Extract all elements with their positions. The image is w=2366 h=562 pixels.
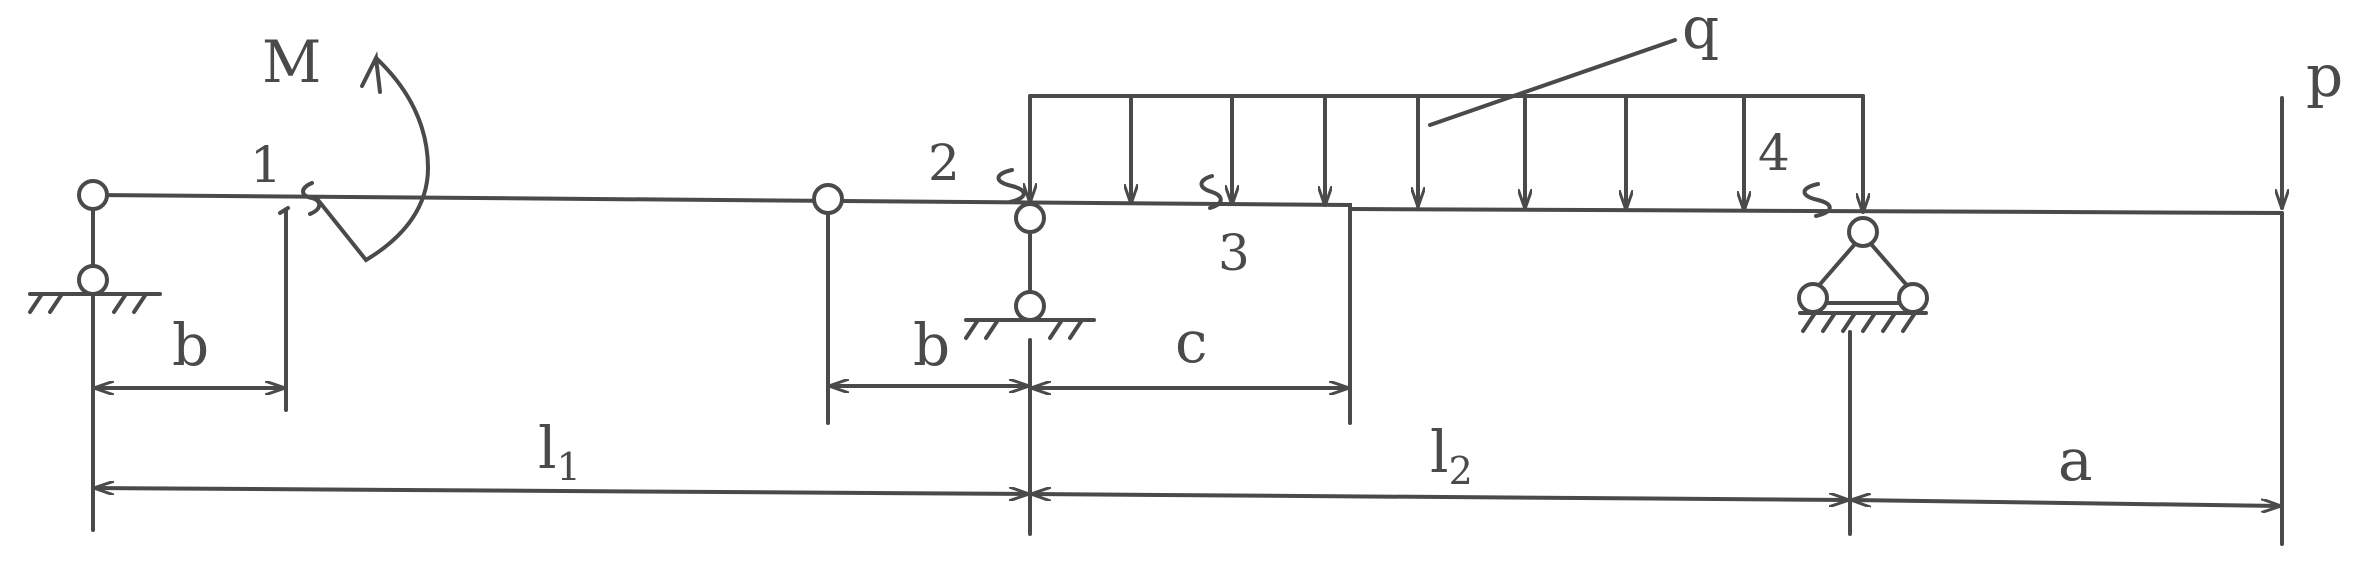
dim-label-b-left: b — [172, 311, 209, 379]
dim-label-l1: l1 — [538, 414, 581, 489]
dim-label-b-right: b — [913, 311, 950, 379]
dim-line-l2 — [1030, 494, 1850, 500]
section-label-1: 1 — [250, 136, 282, 194]
dim-line-l1 — [93, 488, 1030, 494]
force-label: p — [2306, 42, 2343, 110]
extension-lines — [91, 208, 2284, 546]
dim-label-c: c — [1175, 308, 1207, 376]
section-marker-3 — [1199, 174, 1223, 210]
section-label-4: 4 — [1758, 124, 1790, 182]
dim-line-a — [1850, 500, 2282, 506]
section-label-3: 3 — [1218, 224, 1250, 282]
distributed-load-label: q — [1682, 0, 1719, 62]
section-marker-2 — [996, 168, 1026, 204]
right-support — [1797, 216, 1929, 333]
dim-label-l2: l2 — [1430, 418, 1473, 493]
dim-label-a: a — [2058, 426, 2093, 494]
middle-support — [964, 202, 1096, 340]
distributed-load — [1030, 38, 1863, 214]
intermediate-hinge — [812, 183, 844, 425]
moment-load — [316, 51, 431, 263]
moment-label: M — [262, 28, 321, 96]
section-label-2: 2 — [928, 134, 960, 192]
beam — [91, 193, 2284, 425]
section-marker-4 — [1802, 182, 1832, 218]
left-support — [28, 179, 162, 314]
